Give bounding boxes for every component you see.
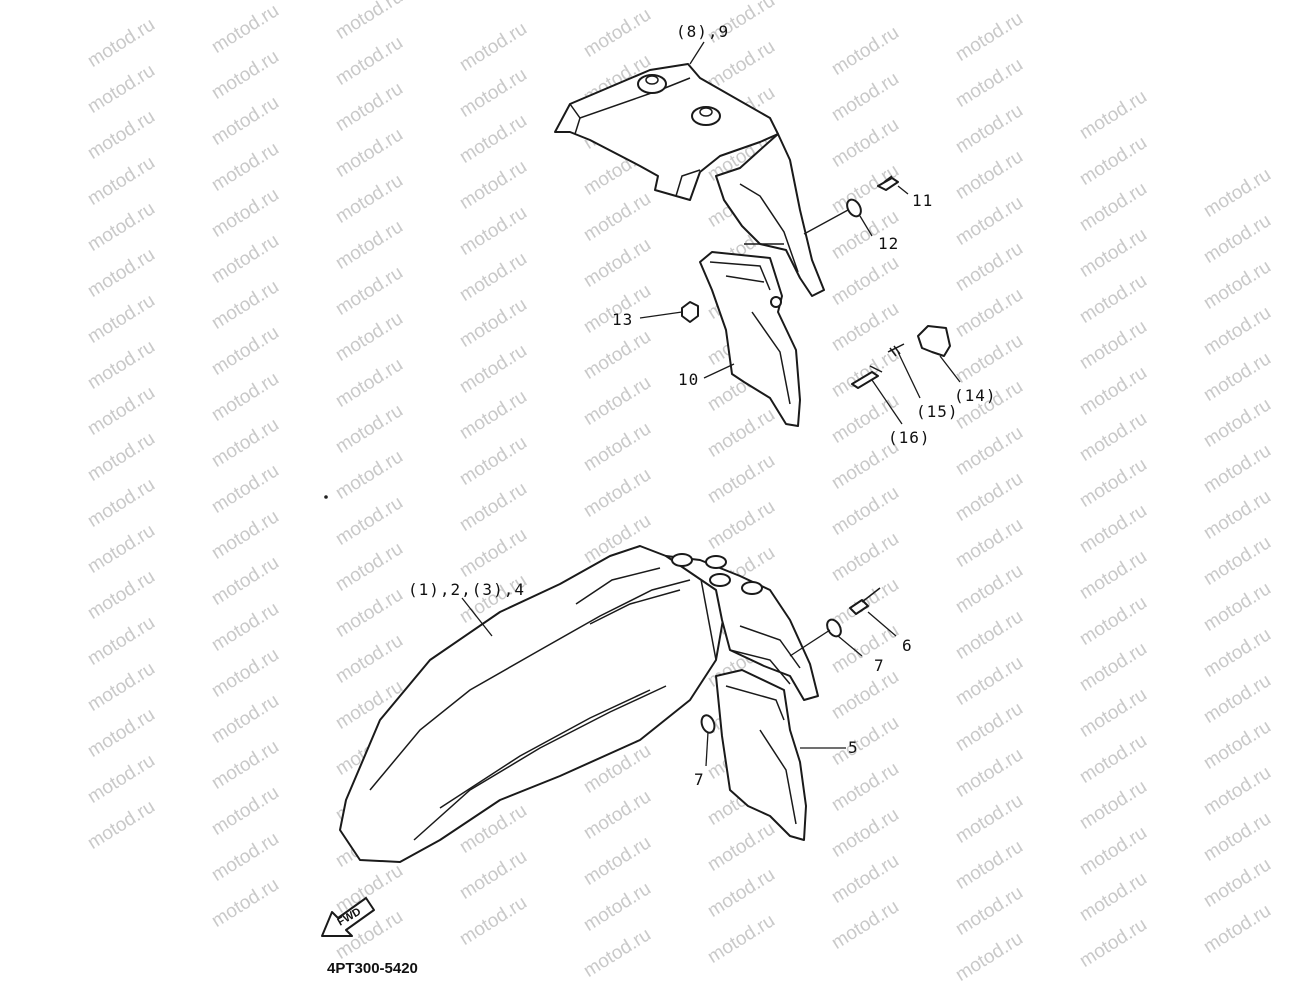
callout-6: 6 <box>902 636 913 655</box>
callout-8-9: (8),9 <box>676 22 730 41</box>
bolt-6 <box>849 587 881 615</box>
callout-14: (14) <box>954 386 997 405</box>
fwd-arrow-icon: FWD <box>321 897 375 937</box>
callout-10: 10 <box>678 370 700 389</box>
leader-lines <box>461 41 961 767</box>
callout-13: 13 <box>612 310 634 329</box>
washer-7b <box>700 714 716 734</box>
callout-7-upper: 7 <box>874 656 885 675</box>
front-fender-part <box>339 545 725 863</box>
washer-7a <box>826 618 842 638</box>
clip-14 <box>917 325 951 357</box>
screw-11 <box>877 175 899 191</box>
fender-mount-rear <box>665 553 819 701</box>
callout-5: 5 <box>848 738 859 757</box>
washer-12 <box>846 198 862 218</box>
fender-bracket-part <box>554 63 779 201</box>
callout-11: 11 <box>912 191 934 210</box>
callout-1-4: (1),2,(3),4 <box>408 580 525 599</box>
callout-15: (15) <box>916 402 959 421</box>
nut-13 <box>681 301 699 323</box>
stray-dot <box>324 495 328 499</box>
mud-flap-part <box>699 251 801 427</box>
callout-7-lower: 7 <box>694 770 705 789</box>
callout-16: (16) <box>888 428 931 447</box>
flap-5-part <box>715 669 807 841</box>
fender-stay-lower <box>715 133 825 297</box>
callout-12: 12 <box>878 234 900 253</box>
rivet-16 <box>851 371 879 389</box>
diagram-code: 4PT300-5420 <box>327 960 418 977</box>
